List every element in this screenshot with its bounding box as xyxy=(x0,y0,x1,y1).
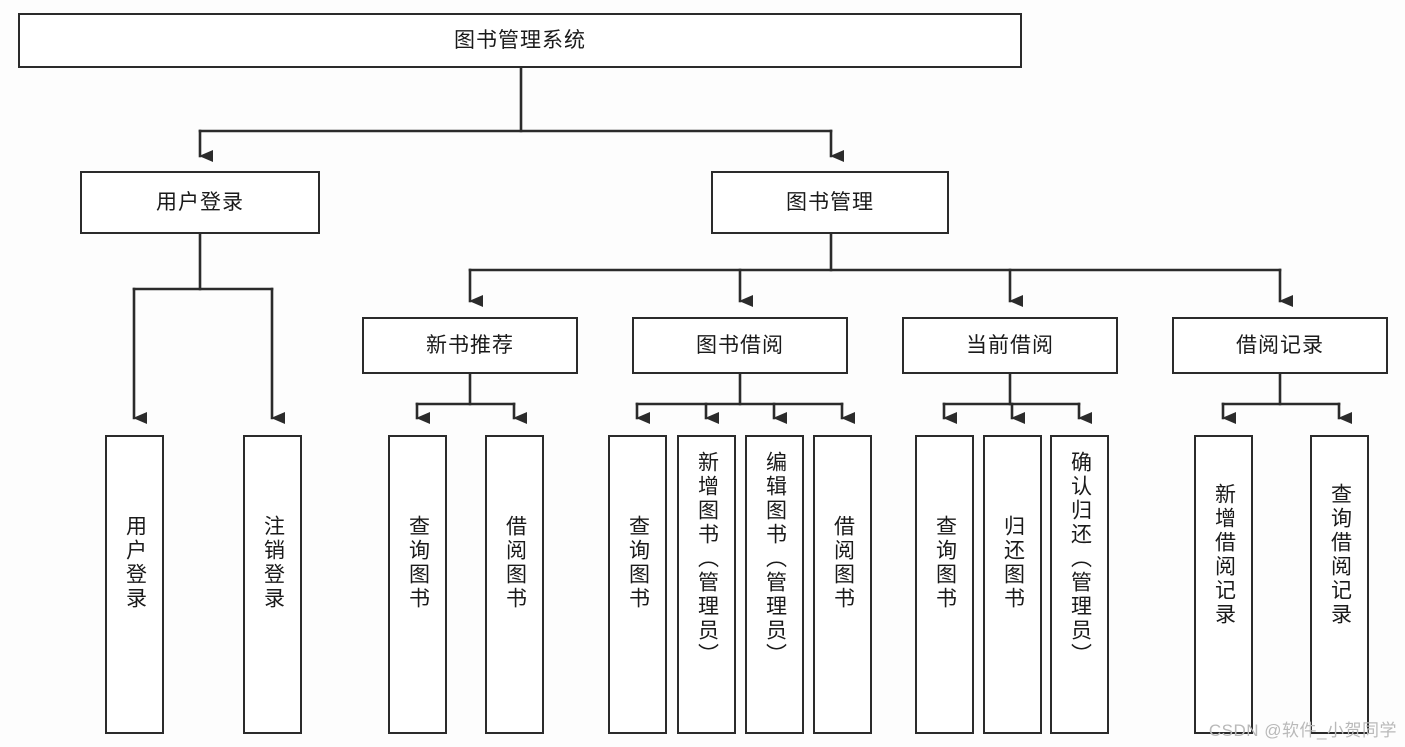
node-label: 注销登录 xyxy=(261,515,285,611)
node-label: 用户登录 xyxy=(123,515,147,611)
leaf-query-book-current[interactable]: 查询图书 xyxy=(915,435,974,734)
node-book-management[interactable]: 图书管理 xyxy=(711,171,949,234)
leaf-query-book-borrow[interactable]: 查询图书 xyxy=(608,435,667,734)
node-label: 归还图书 xyxy=(1001,515,1025,611)
leaf-confirm-return-admin[interactable]: 确认归还（管理员） xyxy=(1050,435,1109,734)
leaf-logout[interactable]: 注销登录 xyxy=(243,435,302,734)
node-label: 查询借阅记录 xyxy=(1328,483,1352,627)
leaf-borrow-book-recommend[interactable]: 借阅图书 xyxy=(485,435,544,734)
node-root-system[interactable]: 图书管理系统 xyxy=(18,13,1022,68)
node-label: 编辑图书（管理员） xyxy=(763,451,787,667)
leaf-edit-book-admin[interactable]: 编辑图书（管理员） xyxy=(745,435,804,734)
leaf-add-borrow-record[interactable]: 新增借阅记录 xyxy=(1194,435,1253,734)
node-label: 用户登录 xyxy=(156,190,244,214)
leaf-return-book[interactable]: 归还图书 xyxy=(983,435,1042,734)
node-new-book-recommend[interactable]: 新书推荐 xyxy=(362,317,578,374)
node-label: 查询图书 xyxy=(406,515,430,611)
leaf-query-borrow-record[interactable]: 查询借阅记录 xyxy=(1310,435,1369,734)
node-label: 借阅图书 xyxy=(503,515,527,611)
leaf-add-book-admin[interactable]: 新增图书（管理员） xyxy=(677,435,736,734)
leaf-query-book-recommend[interactable]: 查询图书 xyxy=(388,435,447,734)
node-user-login[interactable]: 用户登录 xyxy=(80,171,320,234)
node-book-borrow[interactable]: 图书借阅 xyxy=(632,317,848,374)
watermark-text: CSDN @软件_小贺同学 xyxy=(1208,721,1397,740)
leaf-borrow-book[interactable]: 借阅图书 xyxy=(813,435,872,734)
node-borrow-record[interactable]: 借阅记录 xyxy=(1172,317,1388,374)
node-label: 查询图书 xyxy=(933,515,957,611)
node-label: 当前借阅 xyxy=(966,333,1054,357)
node-current-borrow[interactable]: 当前借阅 xyxy=(902,317,1118,374)
node-label: 图书借阅 xyxy=(696,333,784,357)
node-label: 新书推荐 xyxy=(426,333,514,357)
leaf-user-login[interactable]: 用户登录 xyxy=(105,435,164,734)
node-label: 借阅图书 xyxy=(831,515,855,611)
node-label: 新增图书（管理员） xyxy=(695,451,719,667)
node-label: 图书管理 xyxy=(786,190,874,214)
node-label: 确认归还（管理员） xyxy=(1068,451,1092,667)
node-label: 新增借阅记录 xyxy=(1212,483,1236,627)
node-label: 借阅记录 xyxy=(1236,333,1324,357)
node-label: 查询图书 xyxy=(626,515,650,611)
node-label: 图书管理系统 xyxy=(454,28,586,52)
